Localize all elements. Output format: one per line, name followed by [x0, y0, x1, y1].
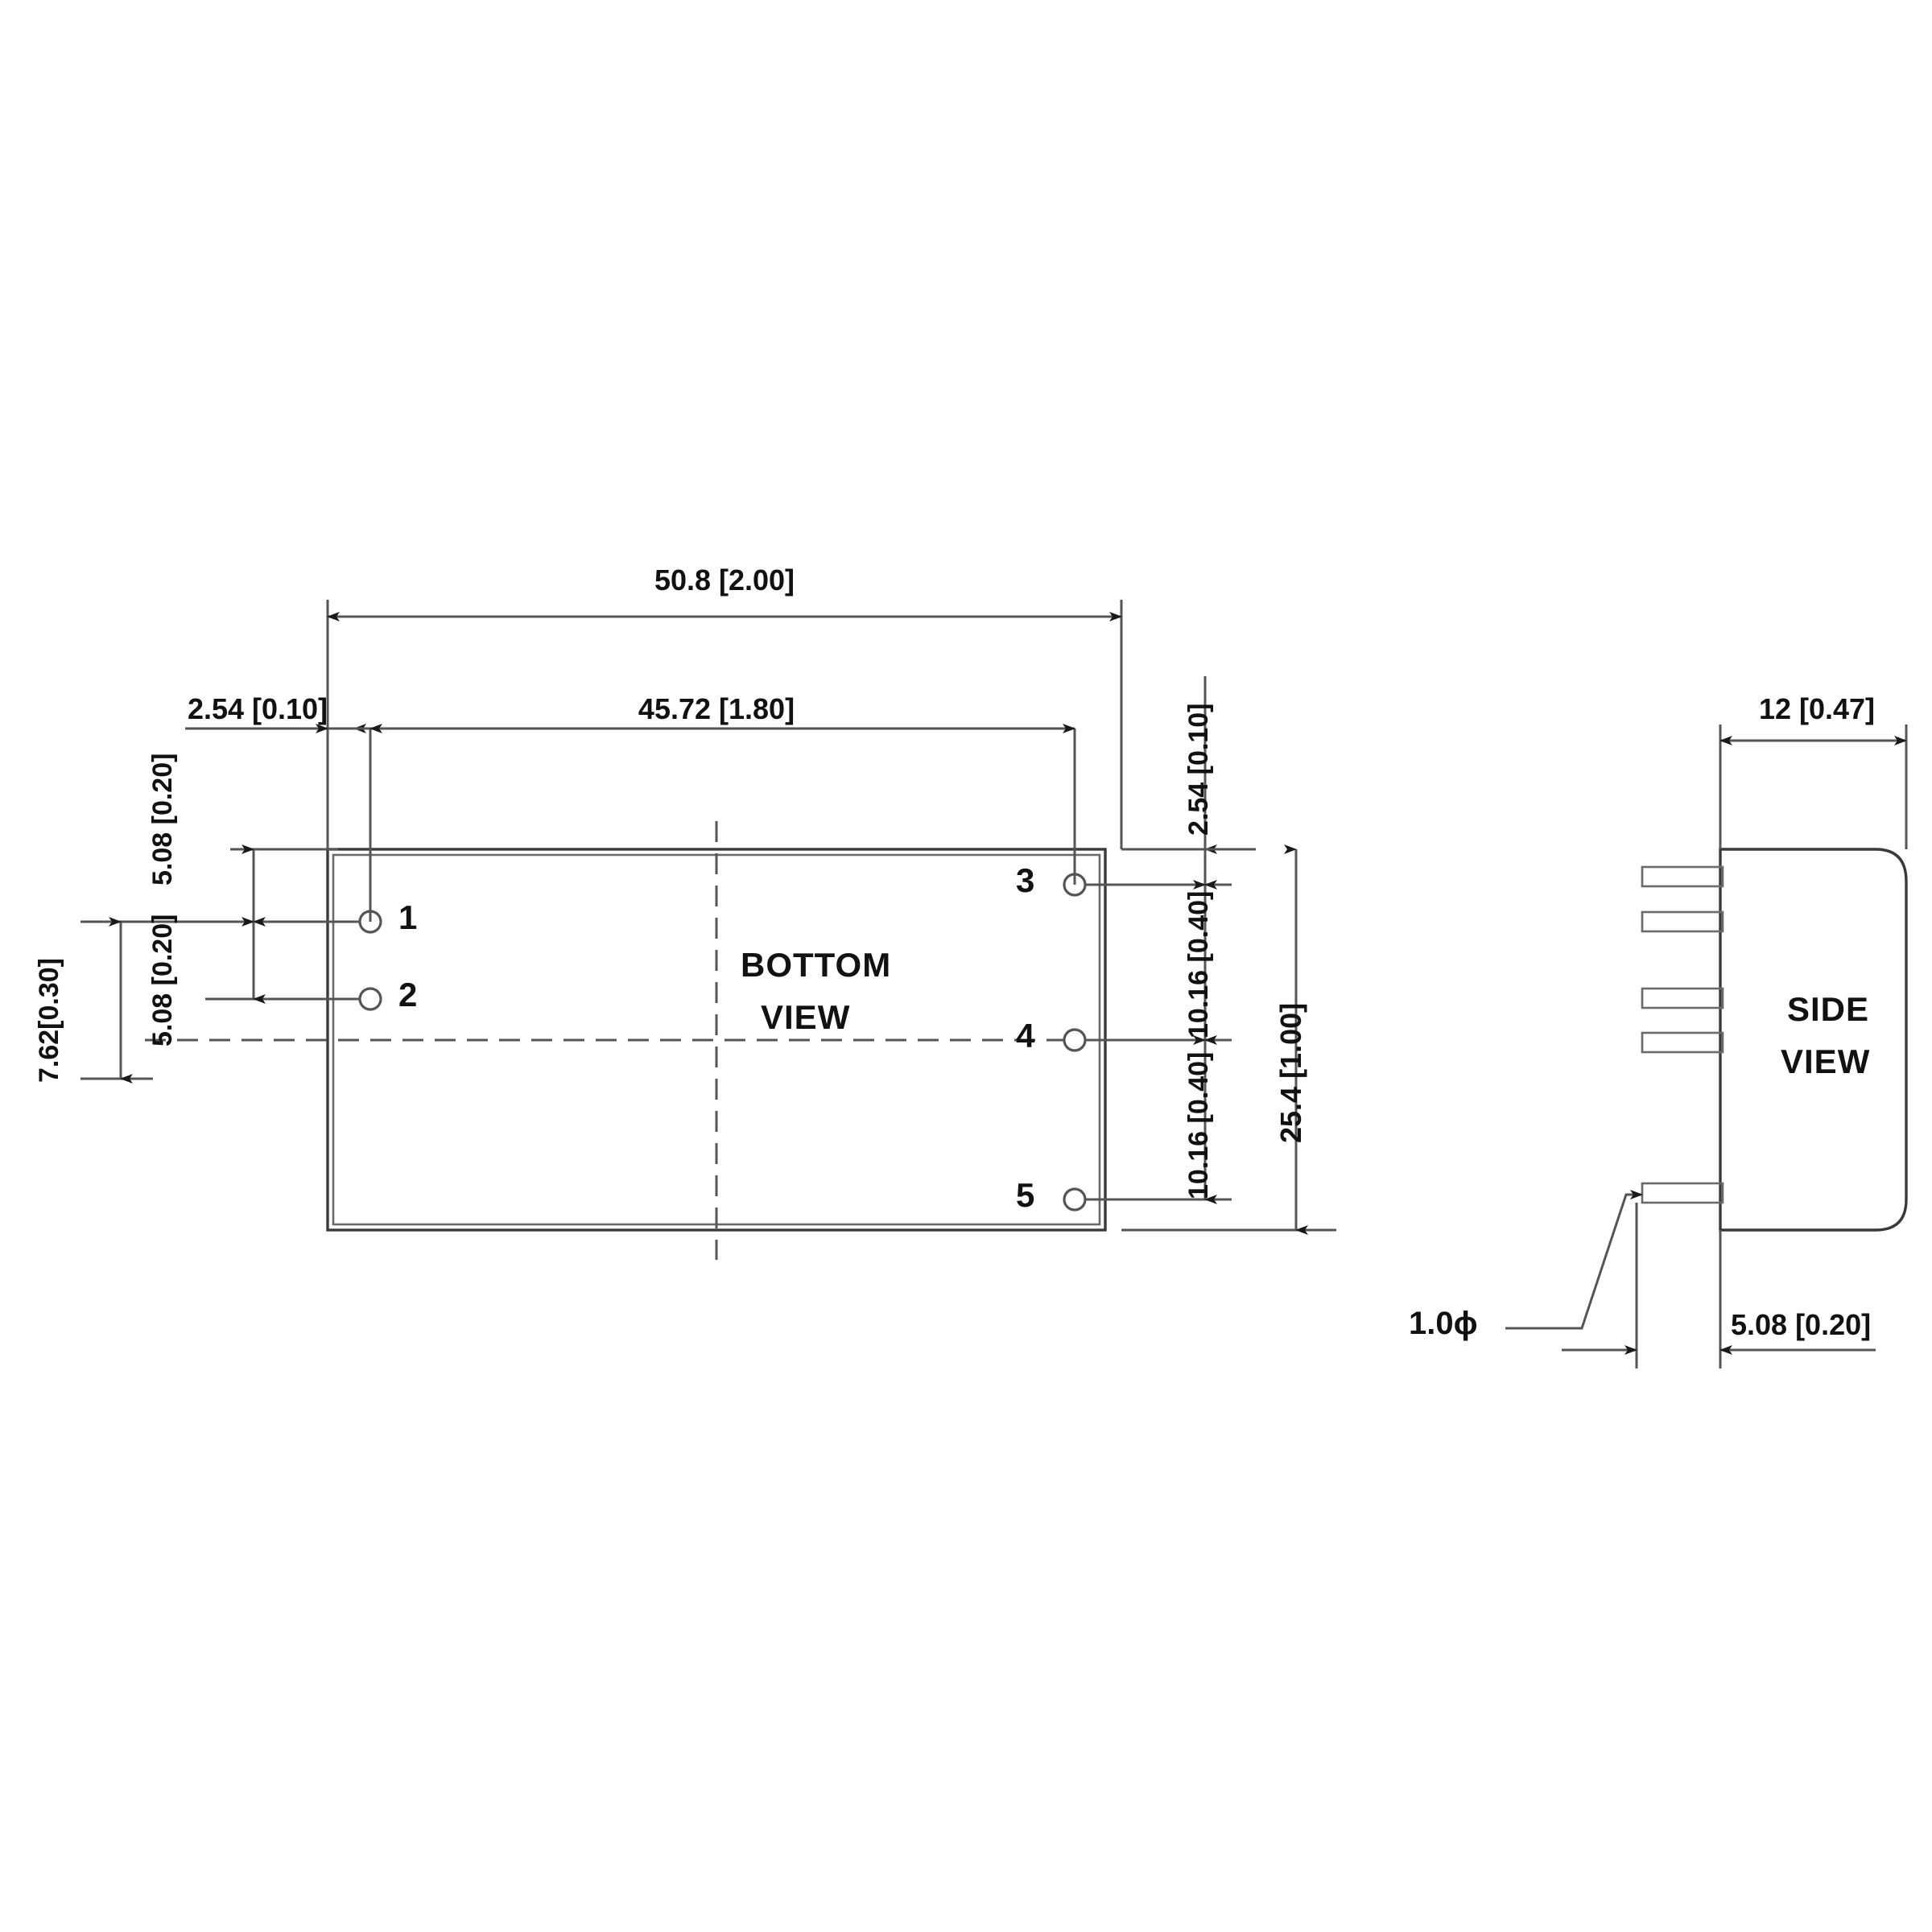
dim-body-thickness [1719, 724, 1908, 849]
dim-pin1-vertical-group [230, 844, 338, 1004]
dim-label-pin1-to-top: 5.08 [0.20] [147, 753, 178, 886]
dim-label-pin-length: 5.08 [0.20] [1731, 1308, 1872, 1341]
dim-label-pin3-to-pin4: 10.16 [0.40] [1183, 890, 1214, 1038]
leader-pin-diameter [1505, 1190, 1643, 1330]
side-view-body [1719, 848, 1908, 1232]
dim-label-overall-width: 50.8 [2.00] [654, 564, 795, 597]
pin-extension-lines [121, 729, 1232, 1201]
dim-label-pin-group-total: 7.62[0.30] [34, 958, 64, 1083]
dim-label-pin-span-width: 45.72 [1.80] [638, 692, 795, 725]
dim-pin-group-total [80, 917, 153, 1084]
pin-label-5: 5 [1016, 1176, 1035, 1214]
dim-label-body-thickness: 12 [0.47] [1758, 692, 1876, 725]
side-view-label-line2: VIEW [1781, 1042, 1871, 1080]
dim-label-pin4-to-pin5: 10.16 [0.40] [1183, 1051, 1214, 1199]
pin-label-1: 1 [398, 898, 418, 936]
dim-edge-to-pin3-y [1121, 676, 1256, 890]
dim-label-overall-height: 25.4 [1.00] [1274, 1002, 1307, 1143]
pin-label-4: 4 [1016, 1017, 1035, 1055]
dim-label-edge-to-pin3-y: 2.54 [0.10] [1183, 703, 1214, 836]
dim-label-pin1-to-pin2: 5.08 [0.20] [147, 914, 178, 1046]
dim-overall-height [1121, 844, 1336, 1235]
dim-label-edge-to-pin-x: 2.54 [0.10] [187, 692, 328, 725]
bottom-view-pin-holes [358, 873, 1087, 1212]
dim-pin-length [1562, 1203, 1876, 1368]
dim-label-pin-diameter: 1.0ϕ [1409, 1306, 1478, 1341]
bottom-view-label-line2: VIEW [761, 998, 851, 1036]
pin-label-3: 3 [1016, 861, 1035, 899]
bottom-view-centerlines [145, 821, 1199, 1260]
bottom-view-label-line1: BOTTOM [741, 946, 892, 984]
pin-label-2: 2 [398, 976, 418, 1013]
side-view-label-line1: SIDE [1787, 990, 1870, 1028]
side-view-pins [1641, 865, 1724, 1204]
